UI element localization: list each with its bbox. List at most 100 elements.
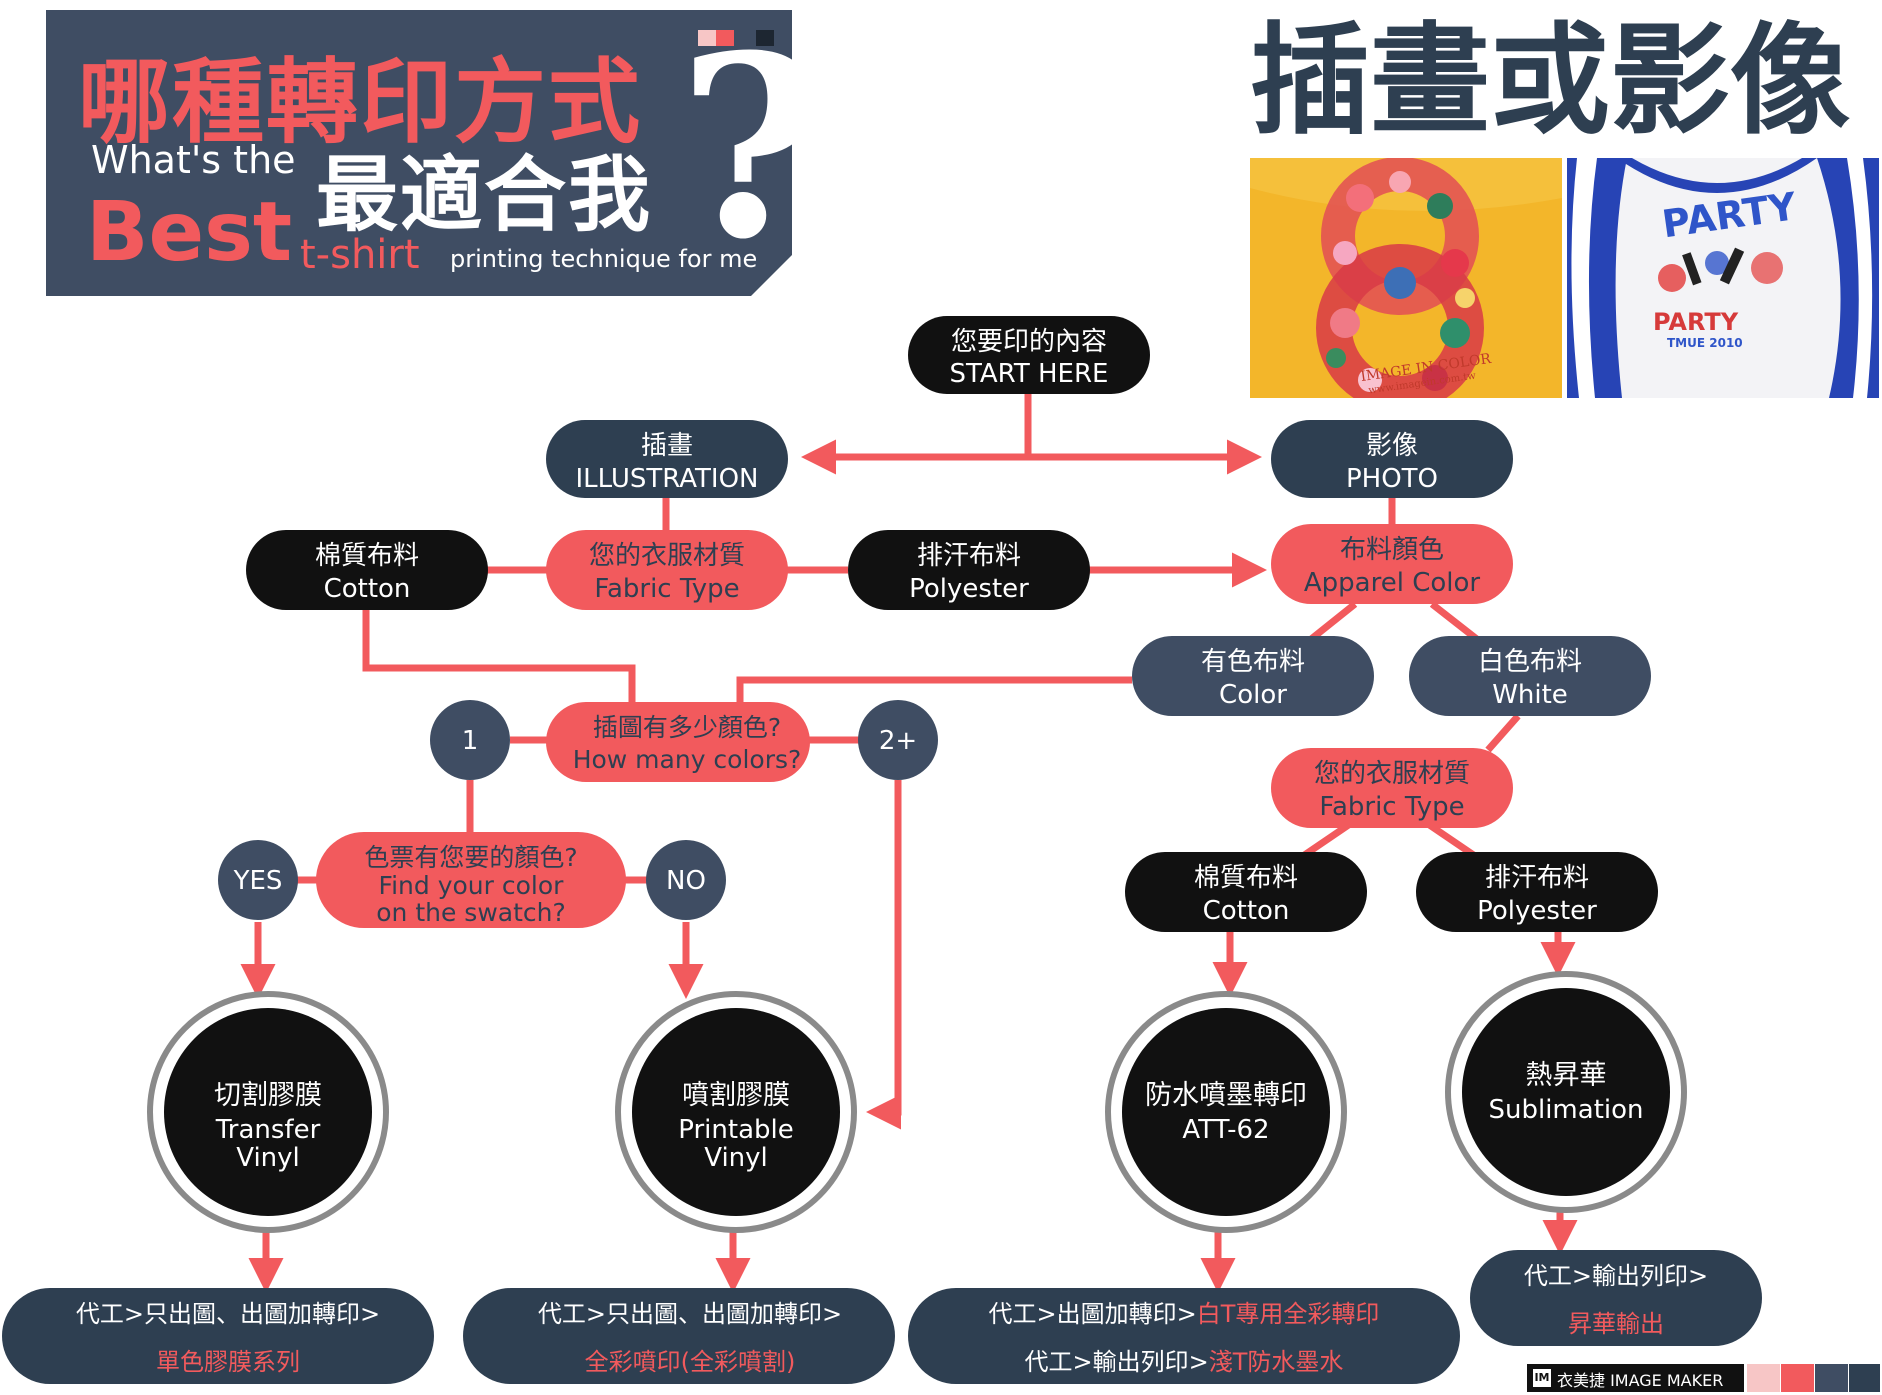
connector-color-colors — [736, 676, 1132, 712]
photo-sample-photo: PARTY PARTY TMUE 2010 — [1567, 158, 1879, 398]
node-white-en: White — [1492, 680, 1568, 710]
result-printable-vinyl: 噴割膠膜 Printable Vinyl — [615, 991, 857, 1233]
connector-white-fabric — [1485, 713, 1521, 753]
service-1-line2: 單色膠膜系列 — [156, 1348, 300, 1376]
header-best-cn: 最適合我 — [316, 148, 653, 243]
node-two-plus: 2+ — [858, 700, 938, 780]
header-best: Best — [86, 185, 293, 280]
node-swatch-question-cn: 色票有您要的顏色? — [364, 843, 577, 872]
result-printable-vinyl-en: Printable — [678, 1115, 793, 1145]
page-subtitle: 插畫或影像 — [1250, 12, 1850, 151]
node-photo: 影像 PHOTO — [1271, 420, 1513, 498]
node-swatch-question: 色票有您要的顏色? Find your color on the swatch? — [316, 832, 626, 928]
node-no: NO — [646, 840, 726, 920]
node-colors-question: 插圖有多少顏色? How many colors? — [546, 702, 810, 782]
node-polyester-left: 排汗布料 Polyester — [848, 530, 1090, 610]
result-sublimation-en: Sublimation — [1489, 1095, 1644, 1125]
service-3-line2-a: 代工>輸出列印> — [1025, 1348, 1209, 1376]
node-cotton-right: 棉質布料 Cotton — [1125, 852, 1367, 932]
brand-box: IM 衣美捷 IMAGE MAKER — [1527, 1364, 1744, 1392]
node-illustration-cn: 插畫 — [641, 431, 693, 461]
brand-swatch-pink — [1747, 1364, 1780, 1392]
service-2-line1: 代工>只出圖、出圖加轉印> — [538, 1300, 842, 1328]
node-yes-label: YES — [233, 866, 283, 896]
node-polyester-right-cn: 排汗布料 — [1485, 863, 1589, 893]
result-sublimation: 熱昇華 Sublimation — [1445, 971, 1687, 1213]
node-fabric-left-cn: 您的衣服材質 — [589, 541, 745, 571]
result-transfer-vinyl: 切割膠膜 Transfer Vinyl — [147, 991, 389, 1233]
header-printing-technique: printing technique for me — [450, 245, 758, 273]
node-apparel-color-cn: 布料顏色 — [1340, 535, 1444, 565]
connector-apparel-color — [1307, 601, 1358, 643]
header-banner: 哪種轉印方式 What's the 最適合我 Best t-shirt prin… — [46, 10, 824, 296]
header-question-mark: ? — [678, 0, 825, 294]
node-one-label: 1 — [462, 726, 479, 756]
jersey-party-text: PARTY — [1653, 308, 1739, 336]
node-no-label: NO — [666, 866, 706, 896]
brand-swatch-navy — [1849, 1364, 1880, 1392]
node-fabric-right-en: Fabric Type — [1319, 792, 1464, 822]
service-3-line1-a: 代工>出圖加轉印> — [989, 1300, 1197, 1328]
header-swatch-dark — [756, 30, 774, 46]
node-polyester-right-en: Polyester — [1477, 896, 1597, 926]
brand-logo-icon: IM — [1533, 1369, 1551, 1387]
brand-swatch-slate — [1815, 1364, 1848, 1392]
node-polyester-left-en: Polyester — [909, 574, 1029, 604]
node-photo-cn: 影像 — [1366, 431, 1418, 461]
result-att62-en: ATT-62 — [1182, 1115, 1269, 1145]
service-2-line2: 全彩噴印(全彩噴割) — [585, 1348, 796, 1376]
node-color-cn: 有色布料 — [1201, 647, 1305, 677]
node-color: 有色布料 Color — [1132, 636, 1374, 716]
node-color-en: Color — [1219, 680, 1287, 710]
node-cotton-right-en: Cotton — [1203, 896, 1290, 926]
node-fabric-right: 您的衣服材質 Fabric Type — [1271, 748, 1513, 828]
node-illustration: 插畫 ILLUSTRATION — [546, 420, 788, 498]
result-att62-cn: 防水噴墨轉印 — [1145, 1080, 1307, 1111]
node-fabric-right-cn: 您的衣服材質 — [1314, 759, 1470, 789]
node-one: 1 — [430, 700, 510, 780]
connector-cotton-colors — [362, 608, 636, 712]
node-white: 白色布料 White — [1409, 636, 1651, 716]
service-3-line2-b: 淺T防水墨水 — [1209, 1348, 1344, 1376]
node-swatch-question-en2: on the swatch? — [376, 898, 566, 927]
node-two-plus-label: 2+ — [879, 726, 917, 756]
connector-apparel-white — [1429, 601, 1481, 643]
node-colors-question-cn: 插圖有多少顏色? — [593, 713, 781, 742]
service-3: 代工>出圖加轉印>白T專用全彩轉印 代工>輸出列印>淺T防水墨水 — [908, 1288, 1460, 1384]
result-transfer-vinyl-en2: Vinyl — [236, 1143, 300, 1173]
brand-name: 衣美捷 IMAGE MAKER — [1557, 1371, 1724, 1390]
jersey-tmue-text: TMUE 2010 — [1667, 336, 1743, 350]
service-4-line2: 昇華輸出 — [1568, 1310, 1664, 1338]
service-3-line1: 代工>出圖加轉印>白T專用全彩轉印 — [989, 1300, 1380, 1328]
node-cotton-left-en: Cotton — [324, 574, 411, 604]
result-transfer-vinyl-en: Transfer — [215, 1115, 321, 1145]
node-start: 您要印的內容 START HERE — [908, 316, 1150, 394]
node-polyester-left-cn: 排汗布料 — [917, 541, 1021, 571]
service-4: 代工>輸出列印> 昇華輸出 — [1470, 1250, 1762, 1346]
node-fabric-left-en: Fabric Type — [594, 574, 739, 604]
result-transfer-vinyl-cn: 切割膠膜 — [214, 1080, 322, 1111]
brand-footer: IM 衣美捷 IMAGE MAKER — [1527, 1364, 1881, 1392]
node-polyester-right: 排汗布料 Polyester — [1416, 852, 1658, 932]
node-colors-question-en: How many colors? — [573, 745, 802, 774]
node-cotton-left: 棉質布料 Cotton — [246, 530, 488, 610]
service-4-line1: 代工>輸出列印> — [1524, 1262, 1708, 1290]
header-background — [46, 10, 792, 296]
illustration-sample-photo: IMAGE IN COLOR www.imagein.com.tw — [1250, 158, 1562, 398]
header-whats-the: What's the — [91, 138, 296, 182]
result-printable-vinyl-en2: Vinyl — [704, 1143, 768, 1173]
node-start-cn: 您要印的內容 — [951, 327, 1107, 357]
node-cotton-right-cn: 棉質布料 — [1194, 863, 1298, 893]
node-swatch-question-en: Find your color — [379, 871, 565, 900]
service-1: 代工>只出圖、出圖加轉印> 單色膠膜系列 — [2, 1288, 434, 1384]
header-tshirt: t-shirt — [300, 232, 420, 278]
service-2: 代工>只出圖、出圖加轉印> 全彩噴印(全彩噴割) — [463, 1288, 895, 1384]
connector-two-printable — [866, 780, 902, 1130]
header-swatch-coral — [716, 30, 734, 46]
jersey-print: PARTY — [1567, 158, 1879, 398]
service-3-line2: 代工>輸出列印>淺T防水墨水 — [1025, 1348, 1344, 1376]
node-apparel-color-en: Apparel Color — [1304, 568, 1481, 598]
header-title-cn: 哪種轉印方式 — [78, 49, 643, 156]
